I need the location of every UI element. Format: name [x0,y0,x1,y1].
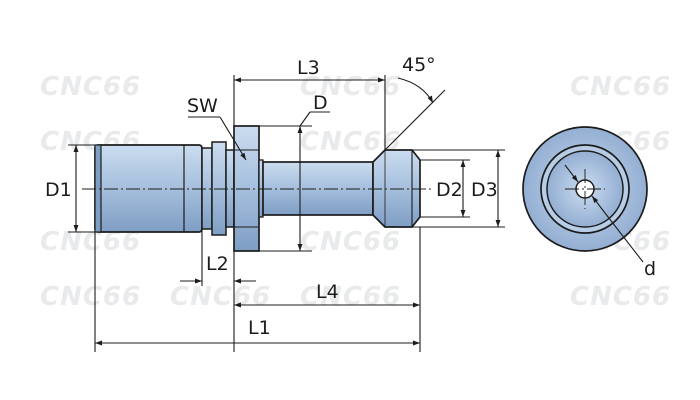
watermark-text: CNC66 [570,72,671,102]
shank [262,161,374,216]
watermark-text: CNC66 [300,227,401,257]
sw-leader [219,116,247,161]
hex-flange [233,125,260,252]
label-sw: SW [187,95,218,117]
thread-chamfer [94,144,102,233]
label-d3: D3 [471,179,498,201]
label-d2: D2 [436,179,463,201]
angle-arc [397,77,434,104]
label-d-bore: d [644,258,656,280]
watermark-text: CNC66 [300,72,401,102]
label-l1: L1 [248,317,271,339]
collar-ring [211,141,227,236]
label-l3: L3 [297,57,320,79]
pull-stud-side-view [82,125,432,252]
watermark-text: CNC66 [40,282,141,312]
watermark-text: CNC66 [40,72,141,102]
label-d: D [313,92,328,114]
dimension-labels: L3 45° D SW D1 D2 D3 L2 L4 L1 d [45,54,656,339]
label-l2: L2 [206,253,229,275]
dimension-lines [68,75,505,352]
thread-section [94,144,203,233]
watermark-text: CNC66 [170,282,271,312]
pull-stud-head [372,149,421,228]
collar-groove [225,149,235,228]
collar-ring [201,147,213,230]
label-d1: D1 [45,179,72,201]
label-angle: 45° [402,54,436,76]
watermark-text: CNC66 [570,282,671,312]
pull-stud-end-view [522,126,648,263]
label-l4: L4 [316,281,339,303]
